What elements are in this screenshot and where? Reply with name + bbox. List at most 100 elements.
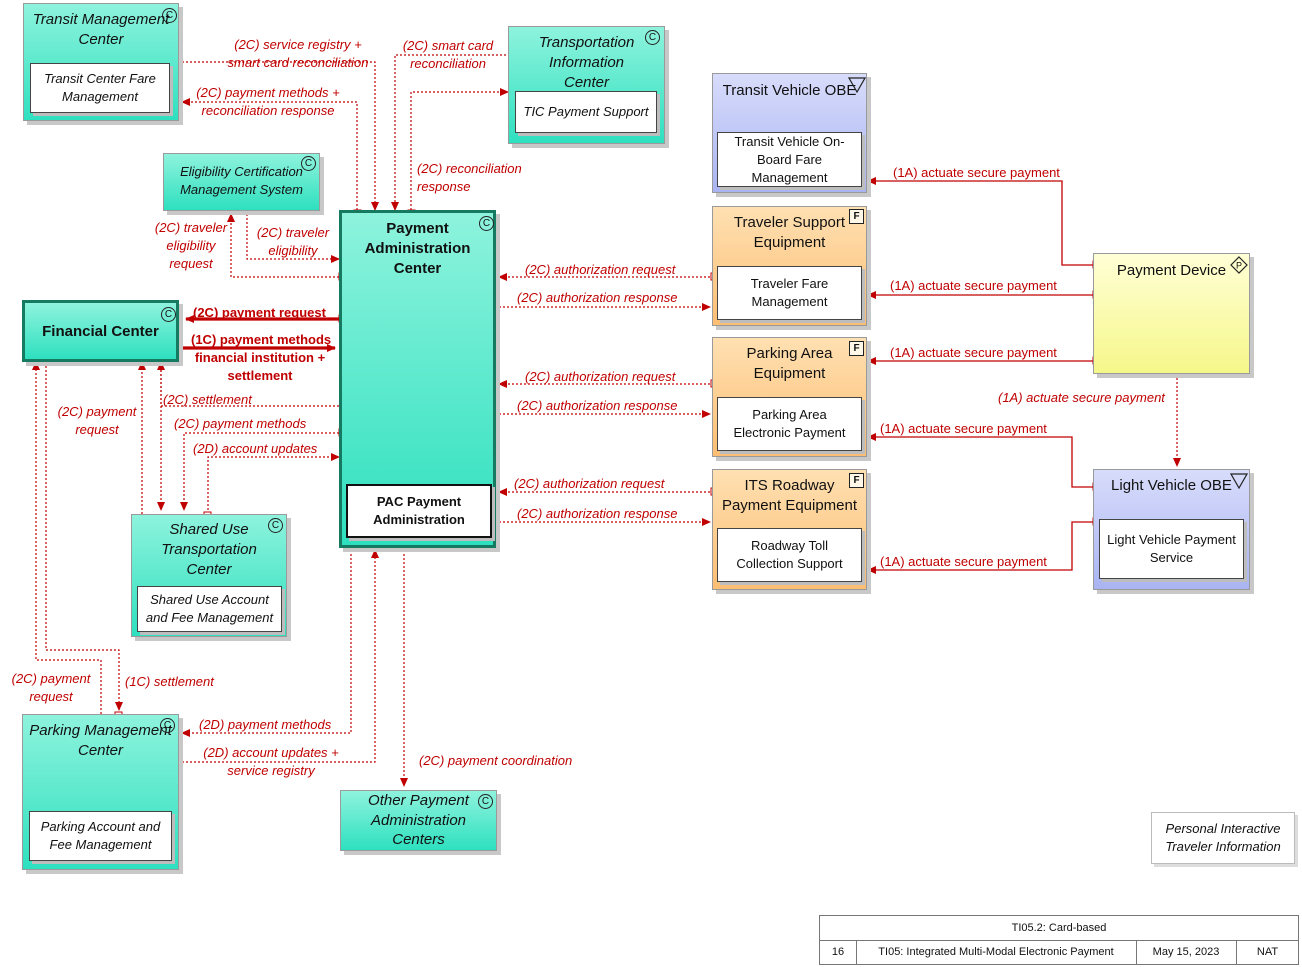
center-badge-icon: C [301, 156, 316, 171]
flow-label: (2C) traveler eligibility request [154, 220, 228, 271]
flow-label: (1C) settlement [125, 674, 214, 689]
its-roadway-title: ITS Roadway Payment Equipment [721, 477, 858, 514]
flow-reconciliation-response [410, 88, 509, 210]
pac-payment-administration[interactable]: PAC Payment Administration [346, 484, 492, 538]
flow-label: (1A) actuate secure payment [893, 165, 1060, 180]
flow-payment-methods-recon [181, 98, 358, 210]
personal-badge-letter: P [1236, 261, 1242, 271]
tic-title: Transportation Information Center [538, 34, 635, 91]
flow-label: (2C) settlement [163, 392, 252, 407]
vehicle-triangle-icon [1230, 473, 1248, 489]
transit-center-fare-management[interactable]: Transit Center Fare Management [30, 63, 170, 113]
shared-use-account-fee-management[interactable]: Shared Use Account and Fee Management [137, 586, 282, 632]
side-note-box: Personal Interactive Traveler Informatio… [1151, 812, 1295, 864]
flow-label: (2C) payment methods [174, 416, 307, 431]
roadway-toll-collection-support[interactable]: Roadway Toll Collection Support [717, 528, 862, 582]
flow-payment-methods-2c [180, 432, 343, 511]
vehicle-triangle-icon [848, 77, 866, 93]
center-badge-icon: C [645, 30, 660, 45]
center-badge-icon: C [160, 718, 175, 733]
light-vehicle-obe-title: Light Vehicle OBE [1111, 477, 1232, 494]
flow-label: (1A) actuate secure payment [890, 278, 1057, 293]
transit-management-center[interactable]: Transit Management Center C Transit Cent… [23, 3, 179, 121]
eligibility-certification-management-system[interactable]: Eligibility Certification Management Sys… [163, 153, 320, 211]
eligibility-title: Eligibility Certification Management Sys… [180, 164, 303, 197]
field-badge-icon: F [849, 473, 864, 488]
flow-label: (1A) actuate secure payment [880, 554, 1047, 569]
flow-service-registry [178, 61, 379, 211]
payment-administration-center[interactable]: Payment Administration Center C PAC Paym… [339, 210, 496, 548]
flow-label: (2C) authorization response [517, 290, 678, 305]
flow-traveler-elig-req [227, 213, 343, 278]
parking-management-title: Parking Management Center [29, 722, 172, 759]
field-badge-icon: F [849, 209, 864, 224]
field-badge-icon: F [849, 341, 864, 356]
flow-traveler-elig [246, 214, 340, 263]
traveler-support-equipment[interactable]: Traveler Support Equipment F Traveler Fa… [712, 206, 867, 326]
footer-package: TI05: Integrated Multi-Modal Electronic … [856, 940, 1137, 965]
flow-label: (2C) payment request [193, 305, 326, 320]
traveler-support-title: Traveler Support Equipment [733, 214, 846, 251]
flow-label: (2C) payment request [57, 404, 137, 437]
center-badge-icon: C [479, 216, 494, 231]
tic-payment-support[interactable]: TIC Payment Support [515, 91, 657, 133]
parking-area-equipment[interactable]: Parking Area Equipment F Parking Area El… [712, 337, 867, 457]
transit-management-center-title: Transit Management Center [32, 11, 170, 48]
flow-label: (2C) service registry + smart card recon… [227, 37, 369, 70]
flow-label: (2C) smart card reconciliation [402, 38, 494, 71]
other-payment-administration-centers[interactable]: Other Payment Administration Centers C [340, 790, 497, 851]
parking-account-fee-management[interactable]: Parking Account and Fee Management [29, 811, 172, 861]
flow-label: (1A) actuate secure payment [998, 390, 1165, 405]
parking-area-electronic-payment[interactable]: Parking Area Electronic Payment [717, 397, 862, 451]
personal-diamond-icon: P [1230, 256, 1248, 274]
light-vehicle-payment-service[interactable]: Light Vehicle Payment Service [1099, 519, 1244, 579]
center-badge-icon: C [478, 794, 493, 809]
flow-label: (2C) traveler eligibility [256, 225, 330, 258]
flow-label: (2C) authorization response [517, 506, 678, 521]
shared-use-transportation-center[interactable]: Shared Use Transportation Center C Share… [131, 514, 287, 637]
flow-label: (2C) payment request [11, 671, 91, 704]
flow-label: (2C) payment methods + reconciliation re… [196, 85, 340, 118]
flow-settlement-1c [45, 362, 123, 711]
flow-label: (2D) account updates + service registry [203, 745, 339, 778]
center-badge-icon: C [162, 8, 177, 23]
flow-payment-request-pm [32, 361, 102, 714]
shared-use-title: Shared Use Transportation Center [161, 521, 257, 578]
flow-label: (2C) authorization response [517, 398, 678, 413]
transit-vehicle-fare-management[interactable]: Transit Vehicle On-Board Fare Management [717, 132, 862, 187]
flow-label: financial institution + settlement [194, 350, 326, 383]
flow-label: (1A) actuate secure payment [890, 345, 1057, 360]
footer-title: TI05.2: Card-based [820, 916, 1298, 941]
pac-title: Payment Administration Center [364, 220, 471, 277]
footer-scope: NAT [1256, 946, 1279, 958]
flow-label: (2C) authorization request [525, 262, 676, 277]
other-pac-title: Other Payment Administration Centers [368, 792, 469, 848]
transit-vehicle-obe[interactable]: Transit Vehicle OBE Transit Vehicle On-B… [712, 73, 867, 193]
flow-actuate-lv-rt [867, 521, 1097, 574]
flow-actuate-tv [867, 177, 1097, 266]
footer-page: 16 [820, 940, 857, 965]
its-roadway-payment-equipment[interactable]: ITS Roadway Payment Equipment F Roadway … [712, 469, 867, 590]
light-vehicle-obe[interactable]: Light Vehicle OBE Light Vehicle Payment … [1093, 469, 1250, 590]
flow-label: (2C) payment coordination [419, 753, 573, 768]
flow-label: (2D) account updates [193, 441, 318, 456]
flow-label: (1A) actuate secure payment [880, 421, 1047, 436]
side-note-text: Personal Interactive Traveler Informatio… [1165, 821, 1281, 854]
center-badge-icon: C [268, 518, 283, 533]
traveler-fare-management[interactable]: Traveler Fare Management [717, 266, 862, 320]
flow-label: (2C) authorization request [514, 476, 665, 491]
center-badge-icon: C [161, 307, 176, 322]
transportation-information-center[interactable]: Transportation Information Center C TIC … [508, 26, 665, 144]
payment-device[interactable]: Payment Device P [1093, 253, 1250, 374]
flow-label: (1C) payment methods [191, 332, 332, 347]
flow-actuate-lv-pa [867, 433, 1097, 488]
flow-account-updates-2d [207, 453, 340, 514]
flow-label: (2C) authorization request [525, 369, 676, 384]
flow-label: (2D) payment methods [199, 717, 332, 732]
title-block: TI05.2: Card-based 16 TI05: Integrated M… [819, 915, 1299, 965]
financial-center[interactable]: Financial Center C [22, 300, 179, 362]
transit-vehicle-obe-title: Transit Vehicle OBE [722, 82, 857, 99]
flow-label: (2C) reconciliation response [417, 161, 522, 194]
parking-area-equipment-title: Parking Area Equipment [746, 345, 833, 382]
parking-management-center[interactable]: Parking Management Center C Parking Acco… [22, 714, 179, 870]
